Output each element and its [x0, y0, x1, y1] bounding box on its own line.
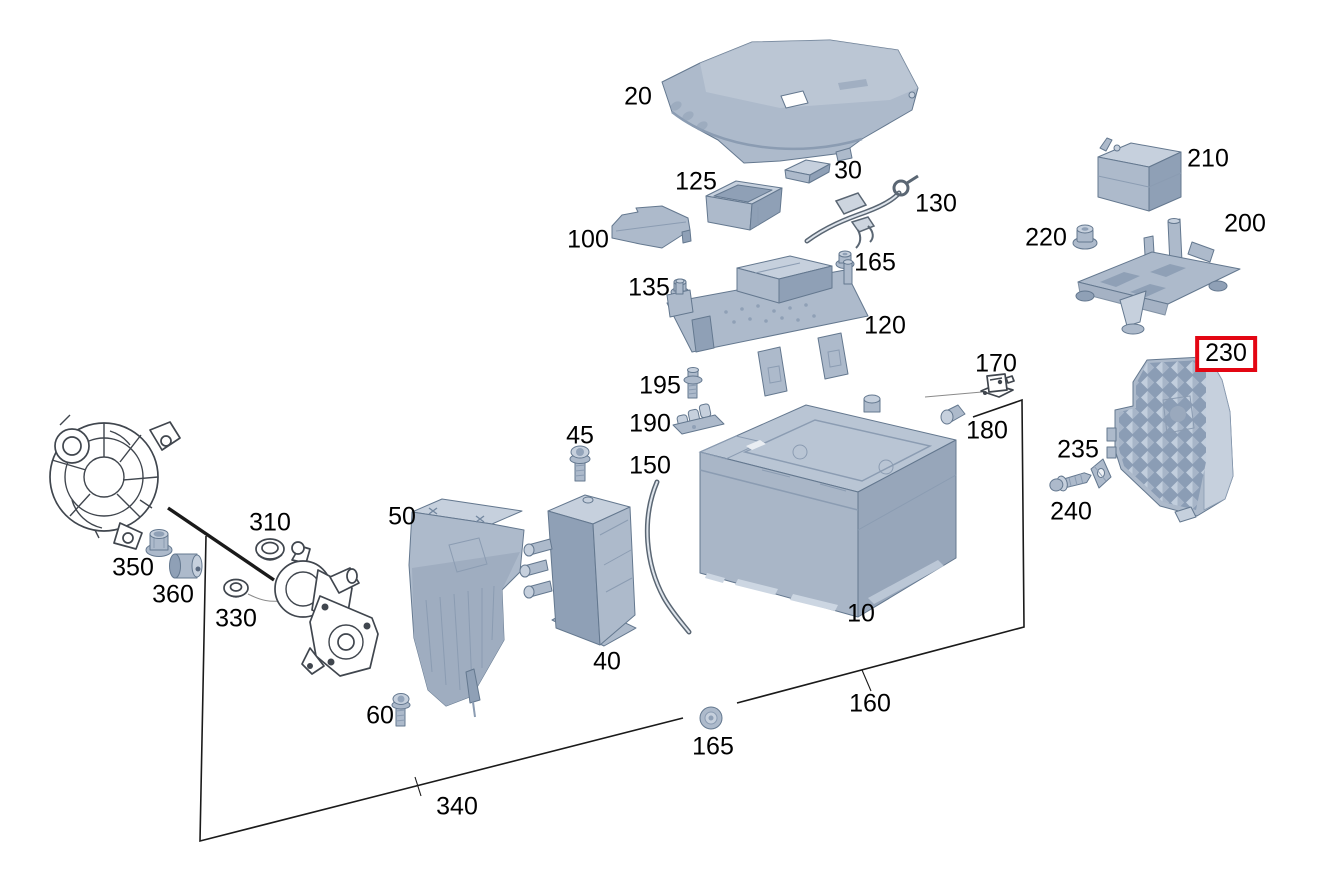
part-190-clamp: [672, 403, 725, 435]
part-label-230[interactable]: 230: [1195, 336, 1257, 372]
part-200-support-tray: [1075, 218, 1241, 335]
part-230-cover-housing: [1106, 356, 1234, 523]
part-120-mounting-bracket: [666, 255, 869, 397]
part-label-340[interactable]: 340: [436, 792, 478, 821]
part-360-bushing: [169, 553, 203, 579]
part-label-30[interactable]: 30: [834, 156, 862, 185]
part-label-170[interactable]: 170: [975, 349, 1017, 378]
part-330-washer: [223, 578, 249, 598]
part-170-terminal-clamp: [980, 373, 1015, 398]
part-20-battery-cover: [661, 39, 919, 164]
part-240-screw: [1049, 472, 1092, 492]
part-45-bolt: [569, 445, 591, 482]
part-40-control-module: [519, 494, 637, 647]
part-label-350[interactable]: 350: [112, 553, 154, 582]
part-label-235[interactable]: 235: [1057, 435, 1099, 464]
part-50-shield-panel: [408, 498, 525, 718]
part-125-fuse-holder: [705, 180, 783, 231]
part-label-190[interactable]: 190: [629, 409, 671, 438]
part-label-125[interactable]: 125: [675, 167, 717, 196]
part-label-60[interactable]: 60: [366, 701, 394, 730]
group-frame-lines: [167, 391, 1025, 843]
part-195-bolt: [683, 367, 703, 399]
part-label-220[interactable]: 220: [1025, 223, 1067, 252]
part-180-plug: [940, 404, 966, 425]
part-150-vent-hose: [644, 479, 692, 635]
part-130-cable-harness: [804, 174, 919, 249]
part-label-120[interactable]: 120: [864, 311, 906, 340]
leader-170: [924, 391, 983, 398]
tick-340: [414, 776, 422, 797]
part-165-grommet-lower: [699, 706, 723, 730]
part-label-165-lower[interactable]: 165: [692, 732, 734, 761]
part-label-330[interactable]: 330: [215, 604, 257, 633]
part-label-100[interactable]: 100: [567, 225, 609, 254]
part-label-360[interactable]: 360: [152, 580, 194, 609]
part-label-210[interactable]: 210: [1187, 144, 1229, 173]
part-label-165-upper[interactable]: 165: [854, 248, 896, 277]
part-210-aux-battery: [1097, 137, 1182, 212]
part-350-nut: [145, 529, 173, 557]
part-label-195[interactable]: 195: [639, 371, 681, 400]
part-label-10[interactable]: 10: [847, 599, 875, 628]
part-label-135[interactable]: 135: [628, 273, 670, 302]
part-label-310[interactable]: 310: [249, 508, 291, 537]
part-10-battery: [698, 394, 957, 618]
part-label-20[interactable]: 20: [624, 82, 652, 111]
part-310-nut: [255, 538, 285, 561]
part-label-40[interactable]: 40: [593, 647, 621, 676]
part-label-130[interactable]: 130: [915, 189, 957, 218]
part-100-cover-plate: [611, 205, 692, 249]
part-60-bolt: [391, 693, 411, 727]
part-220-nut: [1072, 224, 1098, 250]
tick-160: [861, 669, 872, 692]
part-label-160[interactable]: 160: [849, 689, 891, 718]
part-label-200[interactable]: 200: [1224, 209, 1266, 238]
part-235-clip: [1090, 458, 1112, 489]
part-alternator-illustration: [49, 414, 181, 550]
part-30-lid: [784, 159, 831, 184]
part-label-240[interactable]: 240: [1050, 497, 1092, 526]
part-label-50[interactable]: 50: [388, 502, 416, 531]
part-label-150[interactable]: 150: [629, 451, 671, 480]
part-label-45[interactable]: 45: [566, 421, 594, 450]
part-label-180[interactable]: 180: [966, 416, 1008, 445]
part-starter-illustration: [274, 541, 379, 677]
